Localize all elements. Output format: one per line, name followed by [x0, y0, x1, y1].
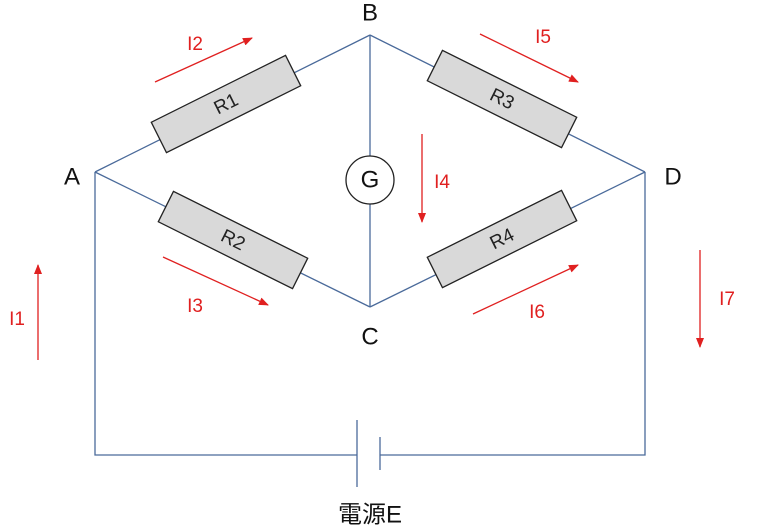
node-c-label: C [361, 323, 378, 350]
resistor-r4: R4 [426, 189, 578, 289]
current-i1-label: I1 [9, 309, 25, 330]
node-a-label: A [64, 163, 80, 190]
circuit-wires [94, 34, 646, 456]
galvanometer: G [345, 155, 395, 205]
current-i5-label: I5 [535, 27, 551, 48]
galvanometer-label: G [361, 166, 380, 193]
current-i4-label: I4 [434, 172, 450, 193]
resistor-r2: R2 [157, 190, 309, 290]
node-d-label: D [664, 163, 681, 190]
current-i6-arrow [472, 264, 579, 315]
current-i3-arrow [162, 256, 269, 306]
current-i6-label: I6 [529, 302, 545, 323]
resistor-r1: R1 [150, 54, 302, 154]
current-i2-label: I2 [187, 34, 203, 55]
wire-a-source [94, 172, 357, 456]
wire-d-source [380, 172, 646, 456]
node-b-label: B [362, 0, 378, 26]
source-label: 電源E [338, 501, 402, 528]
power-source: 電源E [338, 420, 402, 528]
current-i3-label: I3 [187, 296, 203, 317]
current-i2-arrow [154, 37, 253, 83]
current-i5-arrow [479, 33, 579, 83]
current-i7-label: I7 [719, 289, 735, 310]
resistor-r3: R3 [426, 49, 578, 149]
